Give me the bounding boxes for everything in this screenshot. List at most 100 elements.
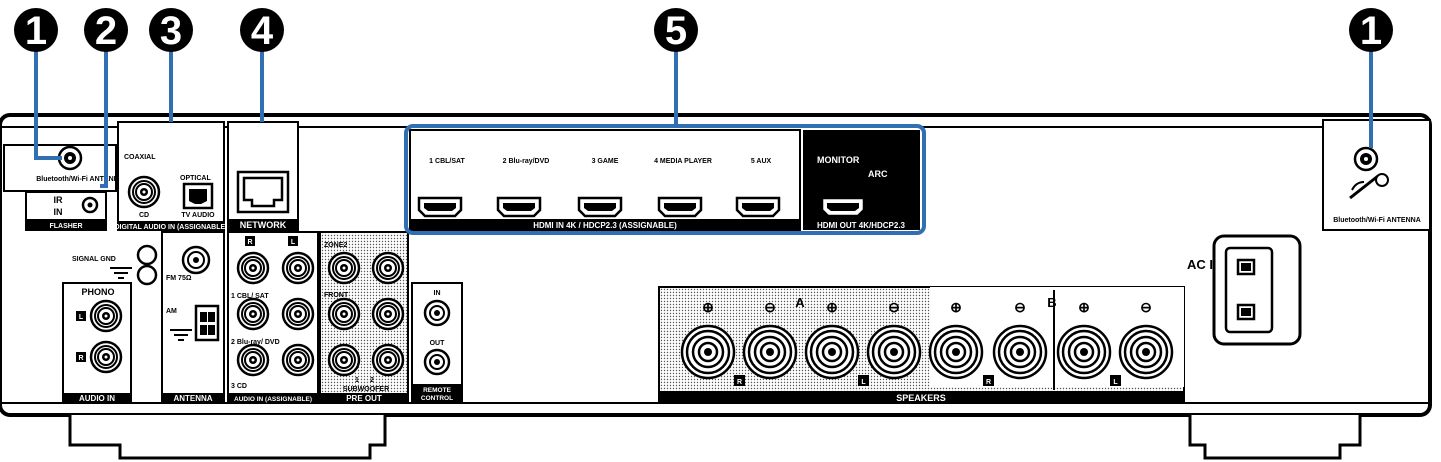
speaker-b-l-tag: L [1113, 379, 1118, 386]
analog-3-l-jack[interactable] [281, 343, 315, 377]
speaker-polarity-marks: ⊕ ⊖ ⊕ ⊖ ⊕ ⊖ ⊕ ⊖ [702, 299, 1152, 315]
bluetooth-antenna-right[interactable]: Bluetooth/Wi-Fi ANTENNA [1322, 119, 1431, 231]
callout-2: 2 [84, 8, 128, 53]
bluetooth-antenna-left[interactable]: Bluetooth/Wi-Fi ANTENNA [3, 144, 124, 192]
bt-antenna-left-label: Bluetooth/Wi-Fi ANTENNA [36, 176, 124, 183]
speaker-a-l-minus[interactable] [866, 324, 922, 380]
analog-r-label: R [247, 239, 252, 246]
remote-control: IN OUT REMOTE CONTROL [411, 282, 463, 404]
hdmi-in-3-label: 3 GAME [592, 158, 619, 165]
phono-l-jack[interactable] [89, 299, 123, 333]
hdmi-in-1-label: 1 CBL/SAT [429, 158, 465, 165]
svg-text:⊕: ⊕ [702, 299, 714, 315]
svg-text:⊖: ⊖ [764, 299, 776, 315]
svg-text:4: 4 [251, 9, 274, 53]
speaker-b-r-plus[interactable] [928, 324, 984, 380]
network-port[interactable]: NETWORK [227, 121, 299, 231]
phono-input: PHONO L R AUDIO IN [62, 282, 132, 404]
signal-gnd-label: SIGNAL GND [72, 256, 116, 263]
ac-inlet[interactable]: AC IN [1187, 234, 1302, 346]
svg-text:1: 1 [1360, 9, 1382, 53]
hdmi-in-5-port[interactable] [735, 196, 781, 218]
pre-out: ZONE2 FRONT 1 2 SUBWOOFER PRE OUT [319, 231, 409, 404]
digital-audio-in: COAXIAL OPTICAL CD TV AUDIO DIGITAL AUDI… [114, 121, 228, 231]
front-label: FRONT [324, 292, 349, 299]
remote-in-jack[interactable] [423, 299, 451, 327]
fm-label: FM 75Ω [166, 275, 192, 282]
speaker-b-r-minus[interactable] [992, 324, 1048, 380]
flasher-label: FLASHER [49, 223, 82, 230]
front-r-jack[interactable] [327, 297, 361, 331]
hdmi-in-2-port[interactable] [496, 196, 542, 218]
analog-l-label: L [291, 239, 296, 246]
speaker-b-r-tag: R [986, 379, 991, 386]
hdmi-out-port[interactable] [820, 196, 866, 218]
analog-2-l-jack[interactable] [281, 297, 315, 331]
hdmi-out-bar-label: HDMI OUT 4K/HDCP2.3 [817, 221, 906, 230]
callout-1-left: 1 [14, 8, 58, 53]
remote-out-jack[interactable] [423, 348, 451, 376]
svg-text:⊖: ⊖ [888, 299, 900, 315]
signal-gnd[interactable]: SIGNAL GND [72, 244, 158, 286]
audio-in-assignable-label: AUDIO IN (ASSIGNABLE) [234, 396, 312, 403]
hdmi-in-bar-label: HDMI IN 4K / HDCP2.3 (ASSIGNABLE) [533, 221, 677, 230]
svg-text:5: 5 [665, 9, 687, 53]
ir-flasher[interactable]: IR IN FLASHER [25, 191, 107, 231]
am-terminal[interactable] [194, 304, 220, 342]
hdmi-in-5-label: 5 AUX [751, 158, 772, 165]
speakers-label: SPEAKERS [896, 393, 946, 403]
am-label: AM [166, 308, 177, 315]
coaxial-label: COAXIAL [124, 154, 156, 161]
analog-audio-in: R L 1 CBL/ SAT 2 Blu-ray/ DVD 3 CD AUDIO… [227, 231, 319, 404]
speaker-a-r-tag: R [737, 379, 742, 386]
speaker-a-r-plus[interactable] [680, 324, 736, 380]
hdmi-in-4-label: 4 MEDIA PLAYER [654, 158, 712, 165]
speaker-a-l-tag: L [861, 379, 866, 386]
svg-text:⊕: ⊕ [1078, 299, 1090, 315]
hdmi-out-block: MONITOR ARC HDMI OUT 4K/HDCP2.3 [803, 130, 920, 230]
svg-text:1: 1 [25, 9, 47, 53]
svg-text:2: 2 [95, 9, 117, 53]
callout-3: 3 [149, 8, 193, 53]
remote-control-label-2: CONTROL [421, 395, 453, 402]
speaker-b-l-minus[interactable] [1118, 324, 1174, 380]
hdmi-in-4-port[interactable] [657, 196, 703, 218]
callout-5: 5 [654, 8, 698, 53]
speaker-a-r-minus[interactable] [742, 324, 798, 380]
antenna-label: ANTENNA [173, 394, 212, 403]
hdmi-in-2-label: 2 Blu-ray/DVD [503, 158, 550, 165]
hdmi-in-block: 1 CBL/SAT 2 Blu-ray/DVD 3 GAME 4 MEDIA P… [409, 129, 801, 231]
bluray-label: 2 Blu-ray/ DVD [231, 339, 280, 346]
svg-text:⊕: ⊕ [950, 299, 962, 315]
right-foot [1188, 415, 1362, 460]
svg-text:3: 3 [160, 9, 182, 53]
cd-label: CD [139, 212, 149, 219]
fm-am-antenna: FM 75Ω AM ANTENNA [161, 231, 225, 404]
analog-1-l-jack[interactable] [281, 251, 315, 285]
subwoofer-1-jack[interactable] [327, 343, 361, 377]
coaxial-cd-jack[interactable] [127, 175, 161, 209]
zone2-l-jack[interactable] [371, 251, 405, 285]
cd-in-label: 3 CD [231, 383, 247, 390]
analog-3-r-jack[interactable] [236, 343, 270, 377]
fm-jack[interactable] [181, 245, 211, 275]
phono-r-jack[interactable] [89, 340, 123, 374]
subwoofer-2-jack[interactable] [371, 343, 405, 377]
speaker-a-l-plus[interactable] [804, 324, 860, 380]
speaker-terminals: A B ⊕ ⊖ ⊕ ⊖ ⊕ ⊖ ⊕ ⊖ R L R L SPEAKERS [658, 286, 1185, 404]
hdmi-in-3-port[interactable] [577, 196, 623, 218]
analog-2-r-jack[interactable] [236, 297, 270, 331]
subwoofer-label: SUBWOOFER [343, 386, 389, 393]
zone2-r-jack[interactable] [327, 251, 361, 285]
front-l-jack[interactable] [371, 297, 405, 331]
optical-label: OPTICAL [180, 175, 211, 182]
callout-lines [34, 40, 1373, 235]
arc-label: ARC [868, 169, 888, 179]
optical-tv-audio-jack[interactable] [182, 182, 214, 210]
cbl-sat-label: 1 CBL/ SAT [231, 293, 269, 300]
speaker-b-l-plus[interactable] [1056, 324, 1112, 380]
bt-antenna-right-label: Bluetooth/Wi-Fi ANTENNA [1333, 217, 1421, 224]
analog-1-r-jack[interactable] [236, 251, 270, 285]
phono-l-label: L [79, 314, 84, 321]
hdmi-in-1-port[interactable] [417, 196, 463, 218]
